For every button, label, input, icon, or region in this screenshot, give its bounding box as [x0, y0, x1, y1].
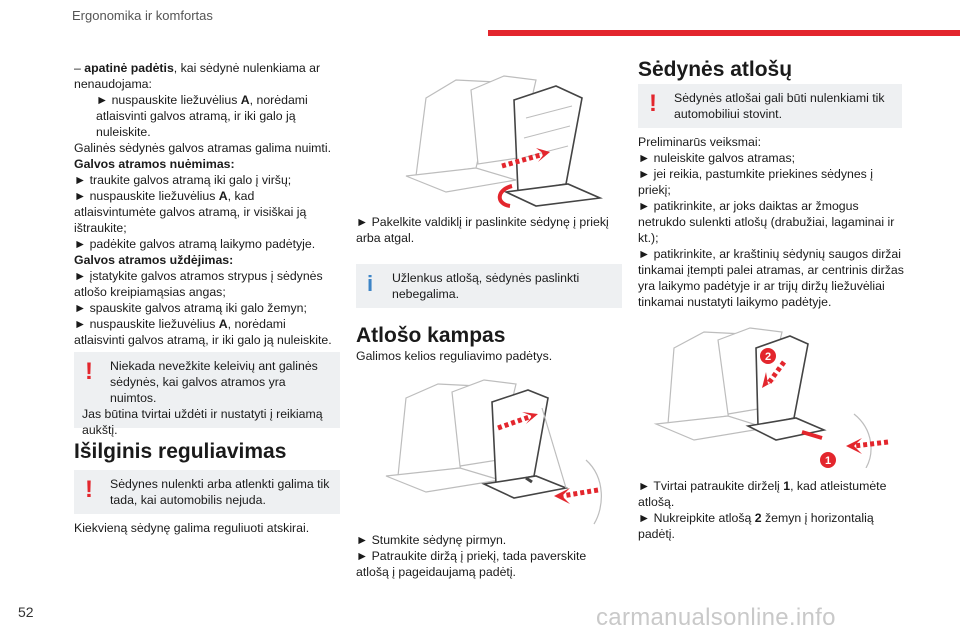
- heading-backrest-angle: Atlošo kampas: [356, 324, 506, 347]
- exclamation-icon: !: [85, 476, 93, 503]
- text-adjust-individually: Kiekvieną sėdynę galima reguliuoti atski…: [74, 521, 310, 535]
- text-lower-position: – apatinė padėtis, kai sėdynė nulenkiama…: [74, 61, 332, 347]
- running-header: Ergonomika ir komfortas: [72, 8, 213, 23]
- info-icon: i: [367, 271, 374, 296]
- info-note-folded: i Užlenkus atlošą, sėdynės paslinkti neb…: [356, 264, 622, 308]
- text-pull-strap: ► Tvirtai patraukite dirželį 1, kad atle…: [638, 479, 887, 541]
- seat-slide-illustration: [386, 58, 616, 208]
- text-preliminary: Preliminarūs veiksmai: ► nuleiskite galv…: [638, 135, 904, 309]
- warning-note-headrests: ! Niekada nevežkite keleivių ant galinės…: [74, 352, 340, 437]
- callout-1: 1: [825, 455, 831, 467]
- page-number: 52: [18, 604, 34, 620]
- text-push-seat: ► Stumkite sėdynę pirmyn. ► Patraukite d…: [356, 533, 587, 579]
- text-lift-control: ► Pakelkite valdiklį ir paslinkite sėdyn…: [356, 215, 609, 245]
- exclamation-icon: !: [649, 90, 657, 117]
- heading-longitudinal: Išilginis reguliavimas: [74, 440, 287, 463]
- header-accent-bar: [488, 30, 960, 36]
- watermark: carmanualsonline.info: [596, 604, 836, 631]
- warning-note-seats: ! Sėdynes nulenkti arba atlenkti galima …: [74, 470, 340, 514]
- warning-note-fold: ! Sėdynės atlošai gali būti nulenkiami t…: [638, 84, 902, 128]
- text-positions: Galimos kelios reguliavimo padėtys.: [356, 349, 553, 363]
- backrest-angle-illustration: [366, 368, 616, 528]
- exclamation-icon: !: [85, 358, 93, 385]
- callout-2: 2: [765, 351, 771, 363]
- fold-backrest-illustration: 2 1: [644, 318, 894, 468]
